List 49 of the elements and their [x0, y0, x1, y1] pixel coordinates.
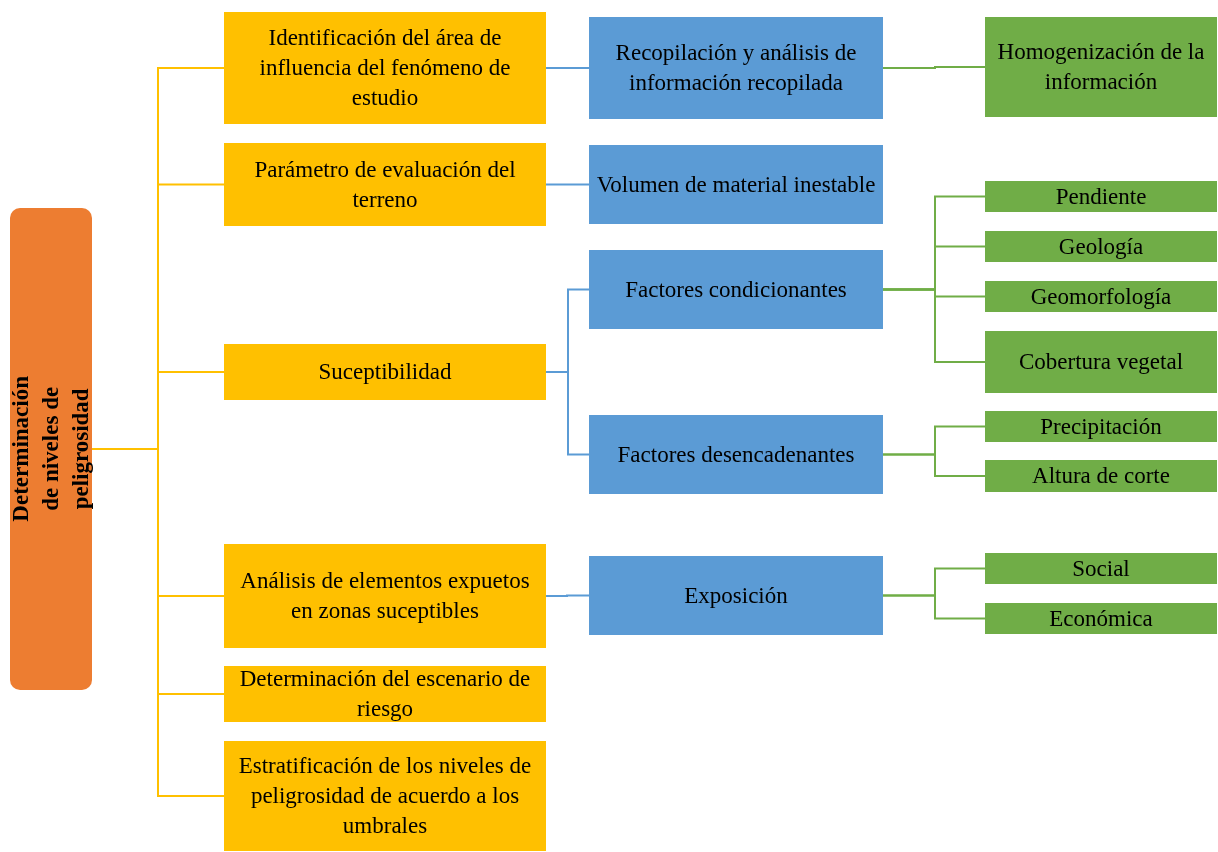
box-label: Precipitación [1040, 412, 1162, 441]
connector-line [545, 371, 590, 456]
process-box [224, 344, 546, 400]
box-label: Análisis de elementos expuetos en zonas suceptibles [239, 567, 531, 625]
box-label: Factores condicionantes [625, 275, 847, 304]
process-box [985, 553, 1217, 584]
box-label: Determinación del escenario de riesgo [238, 665, 532, 723]
process-box [224, 741, 546, 851]
box-label: Pendiente [1055, 182, 1147, 211]
box-label: Identificación del área de influencia del fenómeno de estudio [258, 24, 512, 112]
process-box [985, 460, 1217, 492]
process-box [589, 250, 883, 329]
connector-line [882, 288, 986, 363]
box-label: Suceptibilidad [318, 358, 452, 387]
process-box [985, 603, 1217, 634]
process-box [589, 145, 883, 224]
process-box [985, 17, 1217, 117]
box-label: Económica [1049, 604, 1153, 633]
connector-line [545, 594, 590, 597]
process-box [985, 231, 1217, 262]
process-box [589, 556, 883, 635]
process-box [224, 12, 546, 124]
process-box [589, 17, 883, 119]
box-label: Geomorfología [1030, 282, 1172, 311]
rounded-box [10, 208, 92, 690]
connector-line [545, 67, 590, 69]
connector-line [882, 594, 986, 620]
box-label: Cobertura vegetal [1018, 348, 1184, 377]
connector-line [882, 66, 986, 69]
process-box [985, 411, 1217, 442]
box-label: Social [1072, 554, 1130, 583]
connector-line [882, 453, 986, 477]
box-label: Parámetro de evaluación del terreno [253, 155, 517, 214]
box-label: Geología [1058, 232, 1144, 261]
process-box [985, 281, 1217, 312]
box-label: Homogenización de la información [996, 38, 1206, 96]
box-label: Recopilación y análisis de información recopilada [614, 39, 858, 97]
box-label: Exposición [684, 581, 788, 610]
connector-line [545, 183, 590, 186]
box-label: Factores desencadenantes [617, 440, 855, 469]
process-box [224, 143, 546, 226]
process-box [985, 331, 1217, 393]
process-box [589, 415, 883, 494]
box-label: Altura de corte [1032, 462, 1170, 491]
box-label: Determinación de niveles de peligrosidad [7, 376, 94, 522]
box-label: Volumen de material inestable [596, 170, 876, 199]
process-box [224, 544, 546, 648]
process-box [985, 181, 1217, 212]
box-label: Estratificación de los niveles de peligrosidad de acuerdo a los umbrales [237, 752, 533, 840]
